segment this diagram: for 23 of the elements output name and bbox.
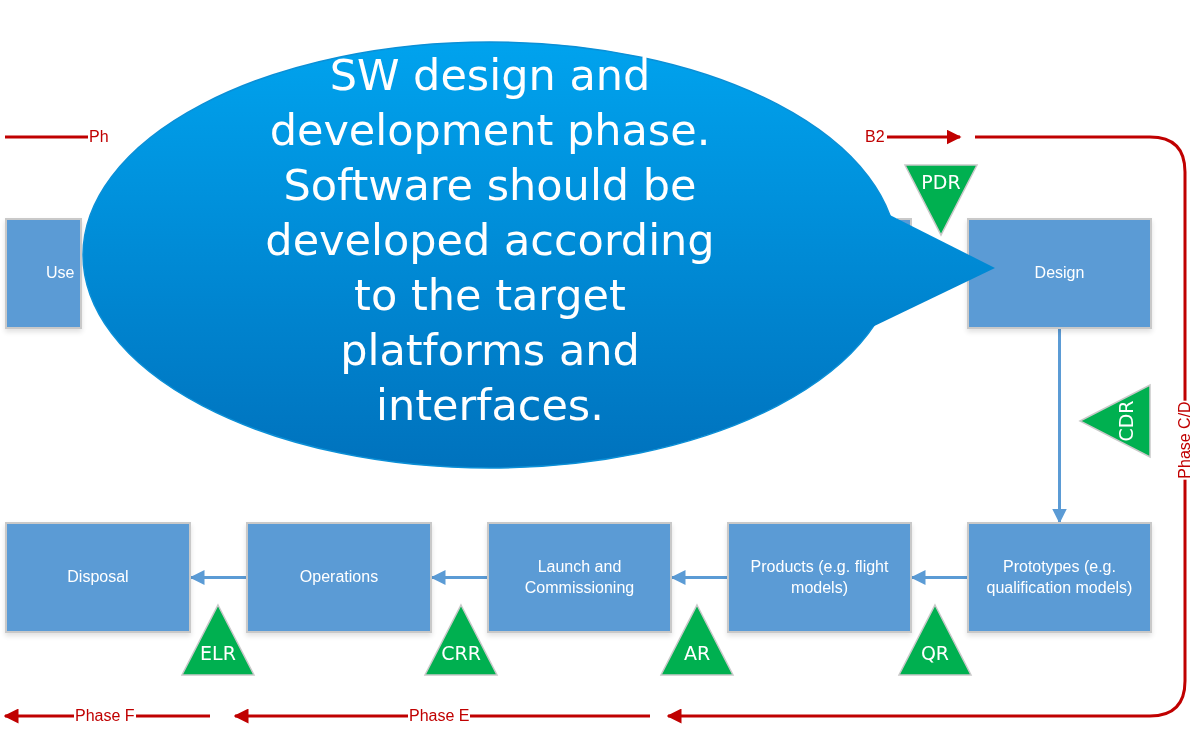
- process-box: [487, 522, 672, 633]
- process-box: [246, 522, 432, 633]
- review-label: QR: [920, 642, 950, 664]
- box-label: Disposal: [66, 567, 130, 588]
- box-label: Operations: [298, 567, 380, 588]
- process-box: [5, 218, 82, 329]
- box-label: Launch and Commissioning: [523, 556, 636, 598]
- box-label: Use: [45, 263, 76, 284]
- callout-text: SW design and development phase. Software should be developed according to the target platforms and interfaces.: [264, 49, 716, 432]
- box-label: Products (e.g. flight models): [749, 556, 890, 598]
- phase-label: Phase C/D: [1175, 400, 1191, 480]
- process-box: [967, 218, 1152, 329]
- box-label: Prototypes (e.g. qualification models): [985, 556, 1134, 598]
- review-label: CDR: [1115, 400, 1137, 442]
- box-label: Design: [1033, 263, 1086, 284]
- review-label: AR: [683, 642, 711, 664]
- process-box: [5, 522, 191, 633]
- review-label: PDR: [921, 171, 961, 193]
- review-label: ELR: [200, 642, 236, 664]
- process-box: [967, 522, 1152, 633]
- review-label: CRR: [441, 642, 481, 664]
- process-box: [727, 522, 912, 633]
- arrow: [1052, 329, 1067, 524]
